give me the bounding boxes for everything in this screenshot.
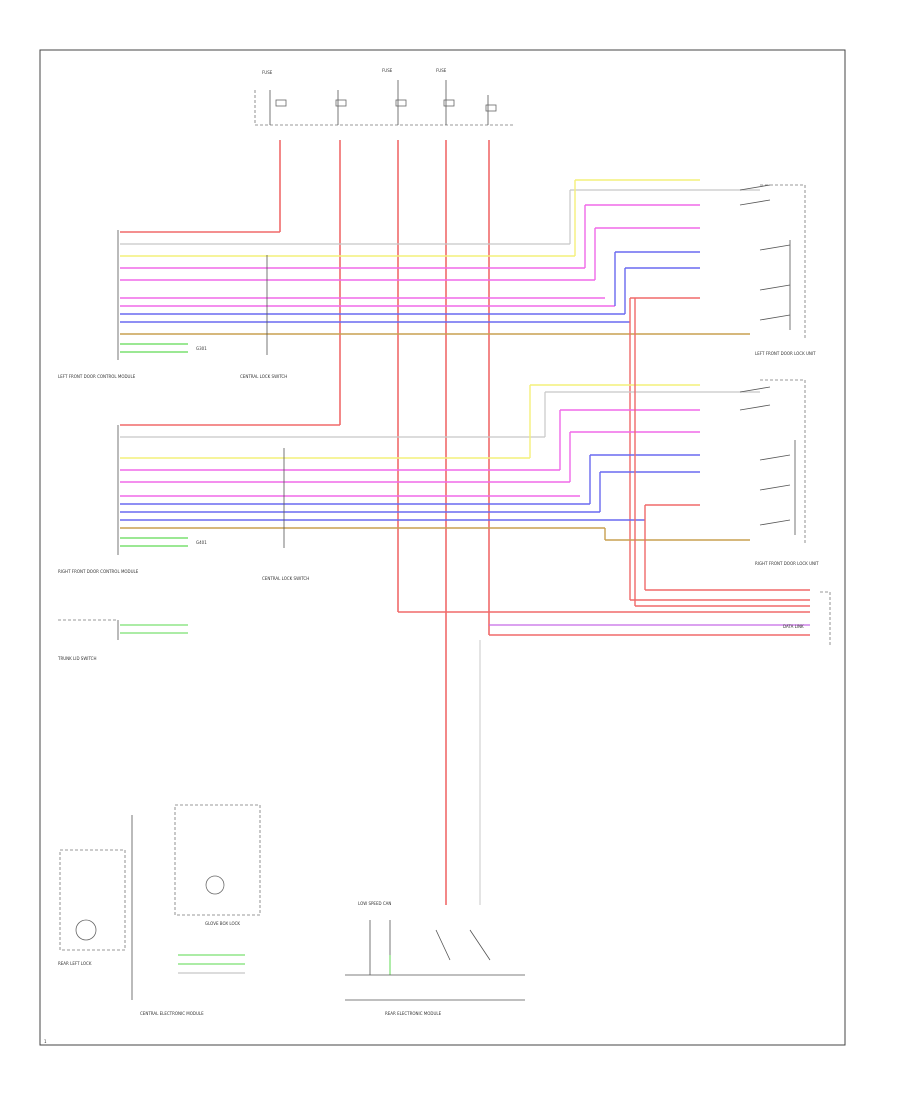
left-module-label: LEFT FRONT DOOR CONTROL MODULE <box>58 374 136 379</box>
rear-left-lock-label: REAR LEFT LOCK <box>58 961 92 966</box>
rear-left-lock: REAR LEFT LOCK <box>58 849 126 966</box>
rear-module-label: REAR ELECTRONIC MODULE <box>385 1011 442 1016</box>
glove-box-label: GLOVE BOX LOCK <box>205 921 240 926</box>
left-front-module: LEFT FRONT DOOR CONTROL MODULE G301 CENT… <box>58 179 810 601</box>
trunk-switch-label: TRUNK LID SWITCH <box>57 656 96 661</box>
left-switch-label: CENTRAL LOCK SWITCH <box>240 374 287 379</box>
lower-green-wires <box>178 954 245 974</box>
right-lock-label: RIGHT FRONT DOOR LOCK UNIT <box>755 561 819 566</box>
comfort-module-label: CENTRAL ELECTRONIC MODULE <box>140 1011 204 1016</box>
right-switch-label: CENTRAL LOCK SWITCH <box>262 576 309 581</box>
fuse-label: FUSE <box>262 70 273 75</box>
comfort-module: CENTRAL ELECTRONIC MODULE <box>131 815 204 1016</box>
right-wire-bundle <box>120 298 810 607</box>
data-link-label: DATA LINK <box>783 624 804 629</box>
fuse-group <box>269 80 497 125</box>
left-wire-bundle <box>120 179 810 601</box>
footer-id: 1 <box>44 1039 47 1044</box>
left-ground-label: G301 <box>196 346 207 351</box>
fuse-label-3: FUSE <box>436 68 447 73</box>
fuse-block: FUSE FUSE FUSE <box>254 68 515 126</box>
trunk-switch: TRUNK LID SWITCH <box>57 619 188 661</box>
feed-wires <box>120 140 810 905</box>
glove-box-lock: GLOVE BOX LOCK <box>174 804 261 926</box>
diagram-frame <box>39 49 846 1046</box>
right-lock-unit: RIGHT FRONT DOOR LOCK UNIT <box>739 379 819 566</box>
left-lock-label: LEFT FRONT DOOR LOCK UNIT <box>755 351 816 356</box>
low-note-label: LOW SPEED CAN <box>358 901 391 906</box>
right-module-label: RIGHT FRONT DOOR CONTROL MODULE <box>58 569 139 574</box>
right-front-module: RIGHT FRONT DOOR CONTROL MODULE G401 CEN… <box>58 298 810 607</box>
right-ground-label: G401 <box>196 540 207 545</box>
left-lock-unit: LEFT FRONT DOOR LOCK UNIT <box>739 184 816 356</box>
data-link-connector: DATA LINK <box>479 591 831 905</box>
fuse-label-2: FUSE <box>382 68 393 73</box>
rear-module: REAR ELECTRONIC MODULE LOW SPEED CAN <box>345 901 525 1016</box>
